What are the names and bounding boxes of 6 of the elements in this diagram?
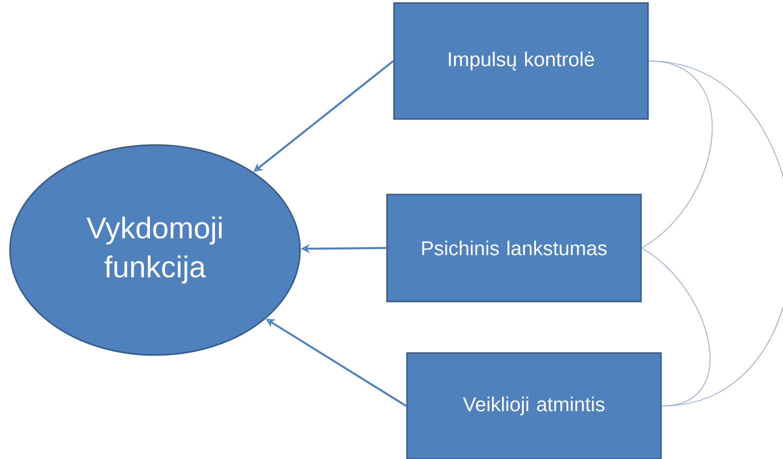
connector-curve — [641, 248, 710, 406]
process-box: Psichinis lankstumas — [386, 194, 642, 302]
process-box: Impulsų kontrolė — [393, 2, 649, 120]
connector-curve — [641, 60, 712, 248]
process-box: Veiklioji atmintis — [406, 352, 662, 459]
connector-curve — [648, 60, 783, 406]
